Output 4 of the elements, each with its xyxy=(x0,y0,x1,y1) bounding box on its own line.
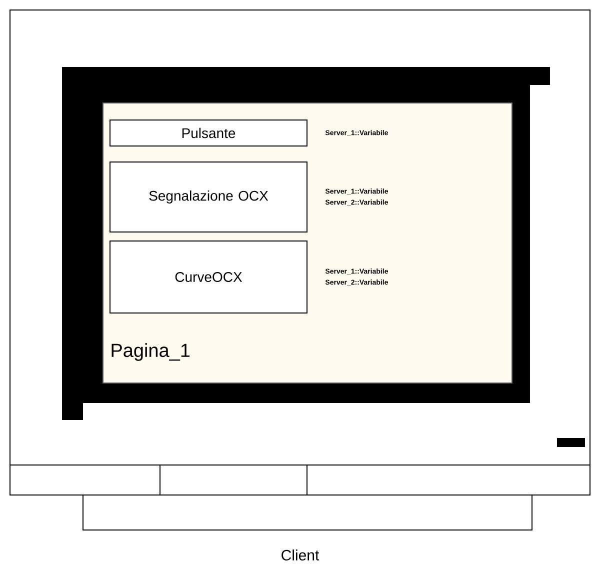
caption-text: Client xyxy=(282,549,320,560)
component-box: Segnalazione OCX xyxy=(110,162,308,232)
component-box: CurveOCX xyxy=(110,240,308,314)
component-box: Pulsante xyxy=(110,120,308,146)
